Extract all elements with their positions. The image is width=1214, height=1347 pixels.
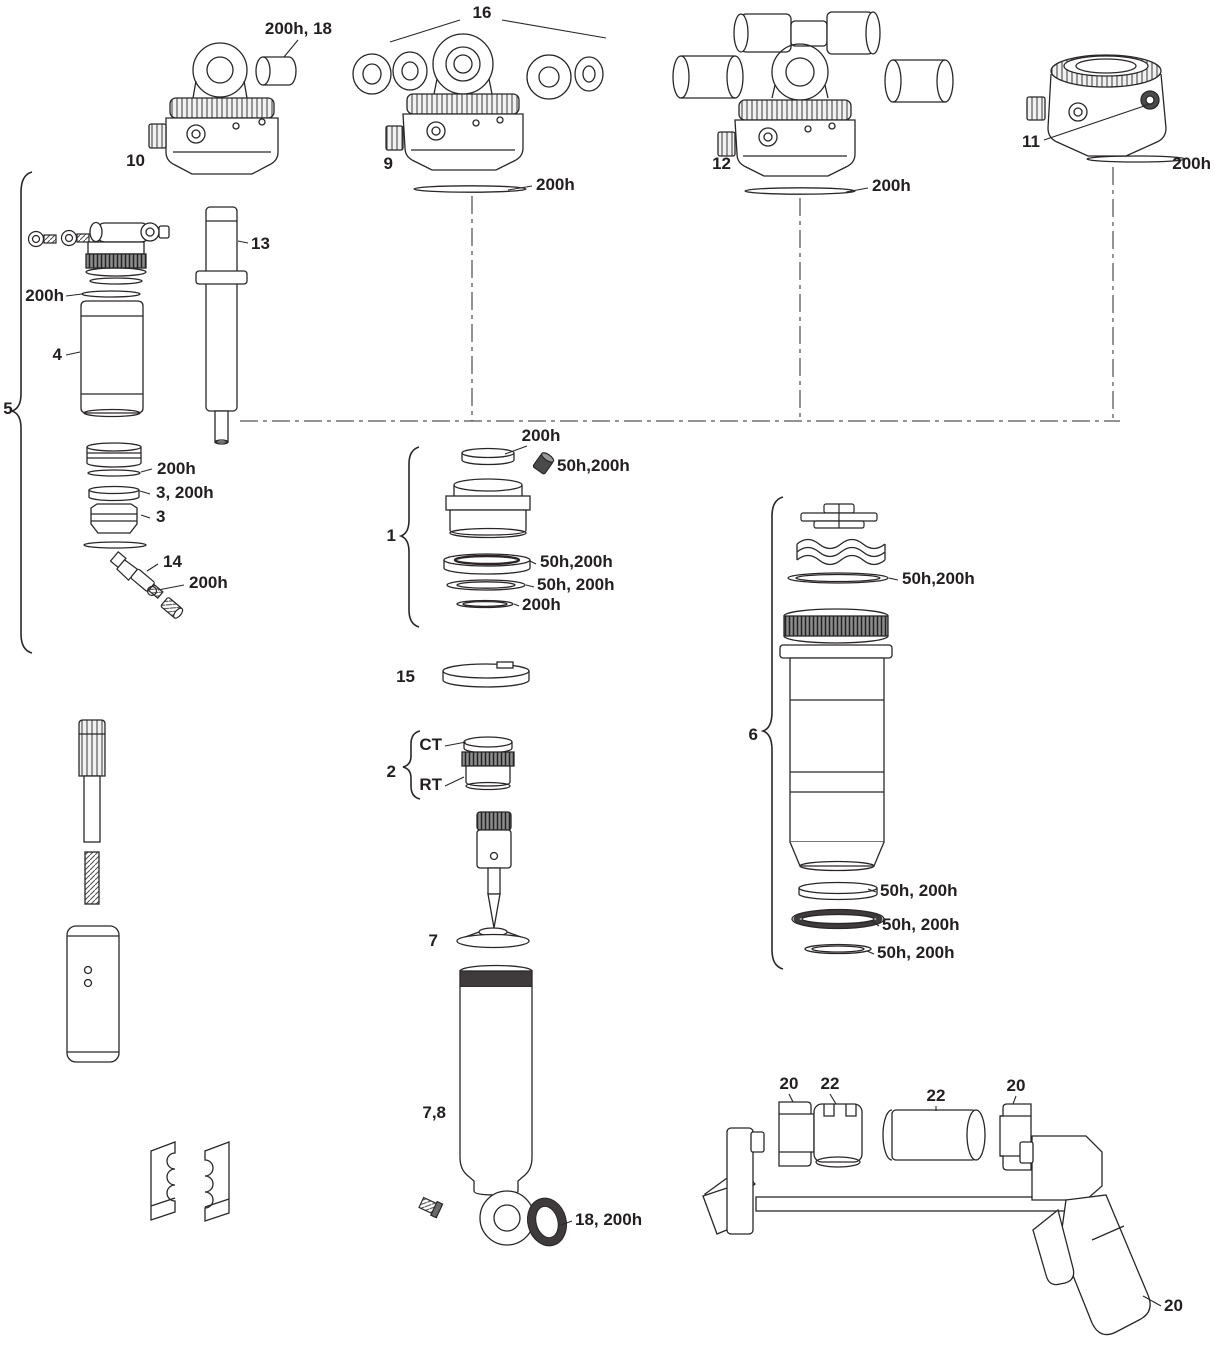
label-seal-200h-d: 200h <box>25 286 64 305</box>
bracket-part-6 <box>760 496 784 970</box>
bracket-part-5 <box>9 171 33 654</box>
seal-ring-c <box>456 599 514 609</box>
label-part-12: 12 <box>712 154 731 173</box>
label-tool-22-b: 22 <box>927 1086 946 1105</box>
label-tune-rt: RT <box>419 775 442 794</box>
label-tool-20-c: 20 <box>1164 1296 1183 1315</box>
seal-ring-50h-200h <box>443 553 531 575</box>
label-seal-50h200h-f: 50h, 200h <box>882 915 960 934</box>
label-part-7: 7 <box>429 931 438 950</box>
label-part-14: 14 <box>163 552 182 571</box>
part-2-tune-stack <box>461 736 515 791</box>
part-15-spacer <box>442 661 530 688</box>
part-13-damper-shaft <box>195 206 248 445</box>
label-part-5: 5 <box>3 399 12 418</box>
part-14-valve-core <box>109 551 164 599</box>
wear-band-ring <box>461 447 515 466</box>
bolt-pair <box>27 229 90 248</box>
bracket-part-1 <box>398 446 420 628</box>
label-seal-200h-a: 200h <box>536 175 575 194</box>
centerlines <box>240 167 1120 422</box>
part-6-air-can <box>779 608 893 872</box>
o-ring-small <box>146 585 158 597</box>
label-tool-22-a: 22 <box>821 1074 840 1093</box>
label-part-3: 3 <box>156 507 165 526</box>
label-seal-200h-h: 200h <box>522 595 561 614</box>
label-part-15: 15 <box>396 667 415 686</box>
label-part-1: 1 <box>387 526 396 545</box>
eyelet-bushing-18 <box>526 1197 568 1247</box>
label-part-2: 2 <box>387 762 396 781</box>
label-bushing-200h-18: 200h, 18 <box>265 19 332 38</box>
label-seal-50h200h-g: 50h, 200h <box>877 943 955 962</box>
seal-ring-e <box>798 881 878 901</box>
label-seal-200h-e: 200h <box>157 459 196 478</box>
seal-ring-f <box>791 908 885 930</box>
label-seal-50h200h-c: 50h, 200h <box>537 575 615 594</box>
bracket-part-2 <box>402 730 421 800</box>
label-seal-200h-c: 200h <box>1172 154 1211 173</box>
wave-spring <box>796 538 886 566</box>
part-10-damper-head <box>148 42 297 175</box>
pin-50h-200h <box>532 452 555 475</box>
part-24-sleeve <box>66 925 120 1063</box>
part-1-seal-head <box>445 478 531 539</box>
label-part-13: 13 <box>251 234 270 253</box>
part-4-head <box>85 221 170 285</box>
label-part-9: 9 <box>384 154 393 173</box>
label-seal-50h200h-e: 50h, 200h <box>880 881 958 900</box>
label-16: 16 <box>473 3 492 22</box>
part-4-air-can <box>80 300 144 418</box>
label-seal-50h200h-d: 50h,200h <box>902 569 975 588</box>
tool-20-clamp <box>702 1127 1151 1336</box>
part-7-piston-shaft <box>456 811 530 949</box>
part-7-8-damper-body <box>459 964 535 1246</box>
label-part-7-8: 7,8 <box>422 1103 446 1122</box>
label-part-10: 10 <box>126 151 145 170</box>
label-seal-200h-f: 200h <box>189 573 228 592</box>
tool-22-cup-a <box>813 1103 863 1168</box>
label-tool-20-a: 20 <box>780 1074 799 1093</box>
seal-stack <box>83 442 147 549</box>
part-11-damper-head <box>1026 54 1186 163</box>
valve-plug <box>160 597 184 619</box>
seal-ring-g <box>804 943 872 955</box>
label-seal-200h-g: 200h <box>522 426 561 445</box>
part-12-damper-head <box>672 11 954 195</box>
label-bushing-18-200h: 18, 200h <box>575 1210 642 1229</box>
part-6-valve <box>800 503 878 529</box>
seal-ring-b <box>446 579 526 591</box>
label-part-4: 4 <box>53 345 63 364</box>
part-9-damper-head <box>352 33 604 193</box>
bleed-screw <box>418 1196 444 1219</box>
label-seal-50h200h-a: 50h,200h <box>557 456 630 475</box>
label-seal-50h200h-b: 50h,200h <box>540 552 613 571</box>
tool-20-block-a <box>778 1101 815 1167</box>
label-tune-ct: CT <box>419 735 442 754</box>
label-seal-200h-b: 200h <box>872 176 911 195</box>
part-19-vise-blocks <box>150 1141 230 1222</box>
seal-ring-d <box>787 572 889 584</box>
label-tool-20-b: 20 <box>1007 1076 1026 1095</box>
label-part-6: 6 <box>749 725 758 744</box>
tool-22-sleeve <box>882 1109 986 1161</box>
label-part-11: 11 <box>1022 132 1040 151</box>
seal-200h-left <box>81 290 141 298</box>
label-seal-3-200h: 3, 200h <box>156 483 214 502</box>
part-23-shaft-clamp <box>78 719 106 905</box>
leader-lines <box>65 19 1162 1307</box>
